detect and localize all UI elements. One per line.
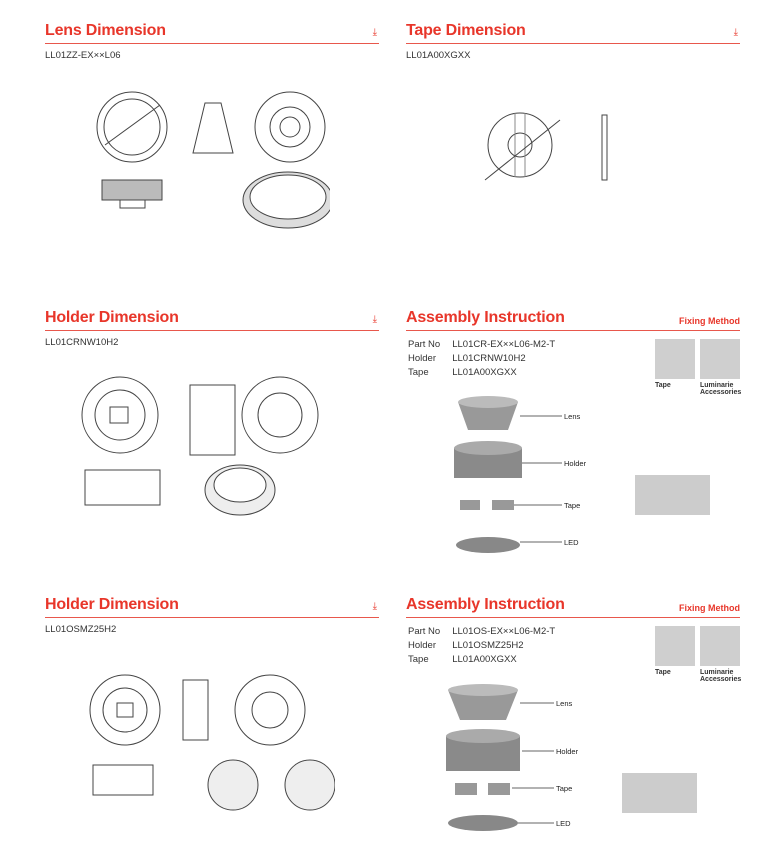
- lens-label: Lens: [556, 699, 573, 708]
- accessories-icon: [700, 626, 740, 666]
- tape-dimension-section: Tape Dimension ⤓ LL01A00XGXX: [406, 22, 740, 61]
- tape-thumbnail: Tape: [655, 626, 695, 683]
- tape-label: Tape: [564, 501, 581, 510]
- led-label: LED: [556, 819, 571, 828]
- part-number: LL01OSMZ25H2: [45, 624, 117, 635]
- fixing-method-label: Fixing Method: [679, 316, 740, 326]
- section-title: Holder Dimension: [45, 596, 179, 613]
- download-icon[interactable]: ⤓: [372, 27, 377, 38]
- assembly-instruction-section-2: Assembly Instruction Fixing Method Part N…: [406, 596, 741, 683]
- download-icon[interactable]: ⤓: [733, 27, 738, 38]
- tape-icon: [655, 626, 695, 666]
- section-title: Assembly Instruction: [406, 596, 565, 613]
- tape-label: Tape: [556, 784, 573, 793]
- part-number: LL01ZZ-EX××L06: [45, 50, 121, 61]
- tape-icon: [655, 339, 695, 379]
- tape-drawing: [484, 112, 608, 181]
- section-title: Lens Dimension: [45, 22, 166, 39]
- lens-dimension-section: Lens Dimension ⤓ LL01ZZ-EX××L06: [45, 22, 379, 61]
- tape-thumbnail: Tape: [655, 339, 695, 396]
- holder-drawing-1: [81, 376, 319, 516]
- assembly-exploded-view-2: [446, 684, 697, 831]
- lens-label: Lens: [564, 412, 581, 421]
- download-icon[interactable]: ⤓: [372, 601, 377, 612]
- assembly-instruction-section-1: Assembly Instruction Fixing Method Part N…: [406, 309, 741, 396]
- section-title: Assembly Instruction: [406, 309, 565, 326]
- part-number: LL01A00XGXX: [406, 50, 471, 61]
- part-number: LL01CRNW10H2: [45, 337, 119, 348]
- lens-drawing: [96, 91, 330, 229]
- holder-dimension-section-1: Holder Dimension ⤓ LL01CRNW10H2: [45, 309, 379, 348]
- fixing-method-label: Fixing Method: [679, 603, 740, 613]
- accessories-thumbnail: Luminarie Accessories: [700, 339, 741, 396]
- assembly-exploded-view-1: [454, 396, 710, 553]
- accessories-thumbnail: Luminarie Accessories: [700, 626, 741, 683]
- led-label: LED: [564, 538, 579, 547]
- holder-dimension-section-2: Holder Dimension ⤓ LL01OSMZ25H2: [45, 596, 379, 635]
- accessories-icon: [700, 339, 740, 379]
- holder-drawing-2: [89, 674, 335, 811]
- section-title: Tape Dimension: [406, 22, 526, 39]
- holder-label: Holder: [556, 747, 579, 756]
- section-title: Holder Dimension: [45, 309, 179, 326]
- holder-label: Holder: [564, 459, 587, 468]
- download-icon[interactable]: ⤓: [372, 314, 377, 325]
